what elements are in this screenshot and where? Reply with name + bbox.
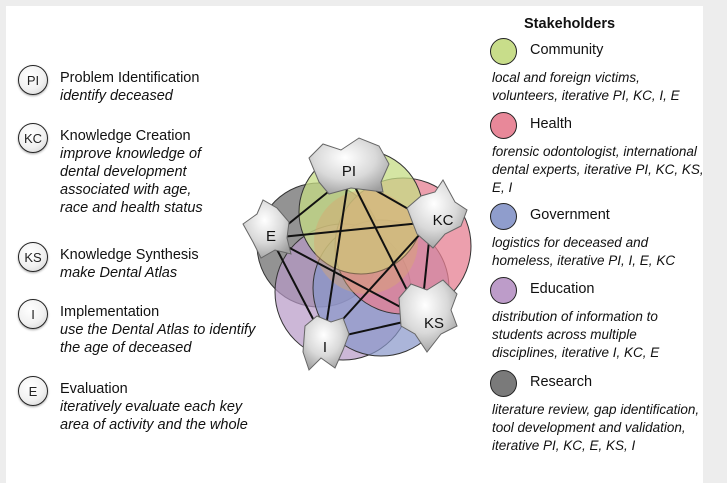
phase-pi-badge: PI (18, 65, 48, 95)
government-desc: logistics for deceased and homeless, ite… (492, 235, 676, 268)
tooth-pi-shape (308, 137, 390, 195)
government-name: Government (530, 207, 610, 223)
stakeholders-title: Stakeholders (524, 16, 616, 32)
phase-kc-title: Knowledge Creation (60, 128, 191, 144)
health-name: Health (530, 116, 572, 132)
phase-e-desc: iteratively evaluate each key area of ac… (60, 399, 248, 433)
tooth-e-shape (242, 199, 292, 259)
stakeholder-venn-diagram: PI KC E KS I (242, 137, 472, 371)
phase-kc-badge: KC (18, 123, 48, 153)
research-name: Research (530, 374, 593, 390)
tooth-ks-shape (398, 279, 458, 353)
community-name: Community (530, 42, 604, 58)
phase-i-badge: I (18, 299, 48, 329)
health-desc: forensic odontologist, international den… (492, 144, 704, 195)
phase-ks-text: Knowledge Synthesis make Dental Atlas (60, 246, 270, 282)
core-overlap (314, 190, 418, 294)
phase-pi-title: Problem Identification (60, 70, 200, 86)
phase-pi-text: Problem Identification identify deceased (60, 69, 270, 105)
tooth-kc-label: KC (433, 212, 454, 229)
education-swatch (490, 277, 517, 304)
phase-i-desc: use the Dental Atlas to identify the age… (60, 322, 256, 356)
figure-stage: PI Problem Identification identify decea… (6, 6, 704, 483)
tooth-kc-shape (406, 179, 468, 249)
community-swatch (490, 38, 517, 65)
phase-e-badge: E (18, 376, 48, 406)
phase-e-text: Evaluation iteratively evaluate each key… (60, 380, 265, 434)
health-swatch (490, 112, 517, 139)
phase-i-title: Implementation (60, 304, 160, 320)
tooth-pi-label: PI (342, 163, 356, 180)
phase-kc-text: Knowledge Creation improve knowledge of … (60, 127, 220, 217)
community-desc: local and foreign victims, volunteers, i… (492, 70, 680, 103)
tooth-ks-label: KS (424, 315, 444, 332)
tooth-i-shape (302, 315, 350, 371)
phase-ks-badge: KS (18, 242, 48, 272)
phase-ks-desc: make Dental Atlas (60, 265, 178, 281)
phase-ks-title: Knowledge Synthesis (60, 247, 199, 263)
tooth-i-label: I (323, 339, 327, 356)
education-name: Education (530, 281, 595, 297)
research-desc: literature review, gap identification, t… (492, 402, 700, 453)
government-swatch (490, 203, 517, 230)
figure-canvas: PI Problem Identification identify decea… (6, 6, 704, 483)
education-desc: distribution of information to students … (492, 309, 660, 360)
phase-i-text: Implementation use the Dental Atlas to i… (60, 303, 260, 357)
tooth-e-label: E (266, 228, 276, 245)
phase-kc-desc: improve knowledge of dental development … (60, 146, 203, 216)
research-swatch (490, 370, 517, 397)
phase-pi-desc: identify deceased (60, 88, 173, 104)
phase-e-title: Evaluation (60, 381, 128, 397)
